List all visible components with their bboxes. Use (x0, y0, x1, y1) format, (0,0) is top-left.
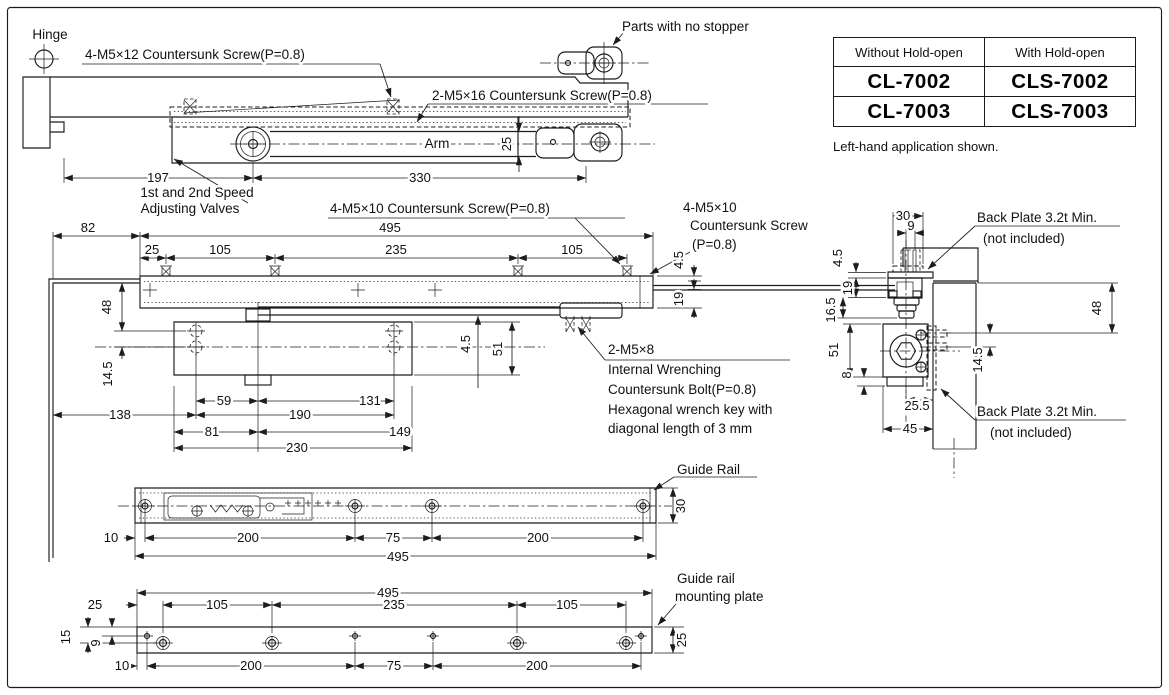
dim-side-30: 30 (896, 208, 910, 223)
screw-4m5x10-top-label: 4-M5×10 Countersunk Screw(P=0.8) (330, 201, 550, 216)
bolt-2m5x8-label-1: 2-M5×8 (608, 342, 654, 357)
mounting-plate-view (80, 589, 684, 670)
bolt-2m5x8-label-2: Internal Wrenching (608, 362, 721, 377)
dim-main-59: 59 (217, 393, 231, 408)
dim-plate-25-left: 25 (88, 597, 102, 612)
dim-side-9: 9 (907, 218, 914, 233)
guide-rail-label: Guide Rail (677, 462, 740, 477)
col-header-without-hold-open: Without Hold-open (833, 37, 985, 67)
model-cell: CLS-7002 (984, 66, 1136, 97)
table-row: CL-7002 CLS-7002 (833, 66, 1136, 97)
dimension-lines (52, 116, 1116, 670)
screw-4m5x10-right-label-1: 4-M5×10 (683, 200, 737, 215)
screw-2m5x16-label: 2-M5×16 Countersunk Screw(P=0.8) (432, 88, 652, 103)
dim-rail-75: 75 (386, 530, 400, 545)
dim-rail-10: 10 (104, 530, 118, 545)
dim-main-105-left: 105 (209, 242, 231, 257)
dim-rail-495: 495 (387, 549, 409, 564)
dim-main-25: 25 (145, 242, 159, 257)
dim-main-495: 495 (379, 220, 401, 235)
page-border (6, 6, 1163, 689)
arm-label: Arm (425, 136, 450, 151)
dim-plate-10: 10 (115, 658, 129, 673)
model-cell: CLS-7003 (984, 96, 1136, 127)
dim-side-8: 8 (839, 371, 854, 378)
drawing-text-layer: Hinge 4-M5×12 Countersunk Screw(P=0.8) Par… (30, 17, 1107, 676)
dim-side-19: 19 (840, 281, 855, 295)
screw-4m5x10-right-label-3: (P=0.8) (692, 237, 737, 252)
dim-main-4-5-right: 4.5 (671, 251, 686, 269)
dim-rail-200-left: 200 (237, 530, 259, 545)
dim-plate-495: 495 (377, 585, 399, 600)
dim-rail-200-right: 200 (527, 530, 549, 545)
dim-plate-200-right: 200 (526, 658, 548, 673)
mounting-plate-label-2: mounting plate (675, 589, 764, 604)
back-plate-top-label-1: Back Plate 3.2t Min. (977, 210, 1097, 225)
parts-no-stopper-label: Parts with no stopper (622, 19, 749, 34)
dim-plate-25-right: 25 (674, 633, 689, 647)
dim-main-51: 51 (490, 342, 505, 356)
model-cell: CL-7003 (833, 96, 985, 127)
dim-side-16-5: 16.5 (823, 297, 838, 322)
mounting-plate-label-1: Guide rail (677, 571, 735, 586)
dim-main-131: 131 (359, 393, 381, 408)
dim-main-81: 81 (205, 424, 219, 439)
arm-assembly-view (22, 42, 655, 183)
dim-side-51: 51 (826, 343, 841, 357)
side-section-view (836, 212, 1118, 478)
dim-arm-330: 330 (409, 170, 431, 185)
dim-main-149: 149 (389, 424, 411, 439)
dim-rail-30: 30 (673, 499, 688, 513)
dim-plate-105-right: 105 (556, 597, 578, 612)
bolt-2m5x8-label-5: diagonal length of 3 mm (608, 421, 752, 436)
dim-side-25-5: 25.5 (904, 398, 929, 413)
back-plate-top-label-2: (not included) (983, 231, 1065, 246)
dim-plate-15: 15 (58, 630, 73, 644)
screw-4m5x12-label: 4-M5×12 Countersunk Screw(P=0.8) (85, 47, 305, 62)
bolt-2m5x8-label-4: Hexagonal wrench key with (608, 402, 772, 417)
dim-main-4-5-center: 4.5 (458, 335, 473, 353)
dim-main-14-5: 14.5 (100, 361, 115, 386)
dim-side-45: 45 (903, 421, 917, 436)
dim-arm-197: 197 (147, 170, 169, 185)
dim-plate-105-left: 105 (206, 597, 228, 612)
dim-main-19: 19 (671, 292, 686, 306)
application-note: Left-hand application shown. (833, 139, 999, 154)
back-plate-bottom-label-1: Back Plate 3.2t Min. (977, 404, 1097, 419)
dim-main-235: 235 (385, 242, 407, 257)
guide-rail-view (118, 487, 678, 560)
dim-main-230: 230 (286, 440, 308, 455)
leader-lines (82, 31, 1126, 626)
model-number-table: Without Hold-open With Hold-open CL-7002… (833, 37, 1136, 127)
dim-side-14-5: 14.5 (970, 347, 985, 372)
dim-main-48: 48 (99, 300, 114, 314)
dim-side-4-5: 4.5 (830, 249, 845, 267)
col-header-with-hold-open: With Hold-open (984, 37, 1136, 67)
dim-side-48: 48 (1089, 301, 1104, 315)
dim-plate-9: 9 (88, 639, 103, 646)
speed-valves-label-2: Adjusting Valves (141, 201, 240, 216)
dim-main-138: 138 (109, 407, 131, 422)
main-installation-view (48, 232, 895, 562)
table-row: CL-7003 CLS-7003 (833, 96, 1136, 127)
dim-main-82: 82 (81, 220, 95, 235)
dim-main-190: 190 (289, 407, 311, 422)
dim-plate-75: 75 (387, 658, 401, 673)
bolt-2m5x8-label-3: Countersunk Bolt(P=0.8) (608, 382, 756, 397)
dim-arm-25: 25 (499, 137, 514, 151)
speed-valves-label-1: 1st and 2nd Speed (140, 185, 253, 200)
dim-main-105-right: 105 (561, 242, 583, 257)
hinge-label: Hinge (32, 27, 67, 42)
back-plate-bottom-label-2: (not included) (990, 425, 1072, 440)
dim-plate-200-left: 200 (240, 658, 262, 673)
dim-plate-235: 235 (383, 597, 405, 612)
screw-4m5x10-right-label-2: Countersunk Screw (690, 218, 808, 233)
model-cell: CL-7002 (833, 66, 985, 97)
